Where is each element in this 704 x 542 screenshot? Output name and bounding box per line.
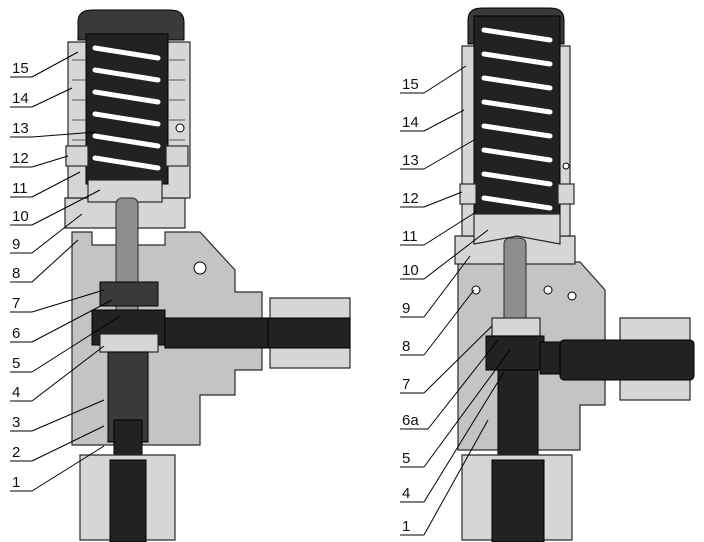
right-vent-hole — [562, 162, 570, 170]
left-callout-15: 15 — [10, 51, 79, 78]
left-callout-13: 13 — [10, 120, 97, 138]
right-callout-8: 8 — [400, 289, 475, 356]
left-label-12: 12 — [12, 150, 29, 167]
left-seat-retainer — [99, 333, 159, 353]
right-label-11: 11 — [402, 228, 418, 245]
right-label-15: 15 — [402, 76, 419, 93]
right-label-7: 7 — [402, 376, 410, 393]
right-callout-12: 12 — [400, 190, 463, 208]
right-callout-4: 4 — [400, 371, 505, 503]
right-oring-left — [471, 285, 481, 295]
right-callout-5: 5 — [400, 349, 511, 468]
left-inlet-bore — [109, 459, 147, 542]
left-label-4: 4 — [12, 384, 20, 401]
left-label-6: 6 — [12, 325, 20, 342]
left-callout-7: 7 — [10, 289, 105, 313]
left-callout-11: 11 — [10, 171, 81, 198]
left-label-3: 3 — [12, 414, 20, 431]
right-valve-drawing — [454, 7, 695, 542]
left-cap-threads — [72, 59, 185, 141]
right-callout-10: 10 — [400, 229, 489, 280]
left-label-2: 2 — [12, 444, 20, 461]
right-body-hole — [567, 291, 577, 301]
left-callout-10: 10 — [10, 189, 101, 226]
left-label-5: 5 — [12, 355, 20, 372]
right-callouts: 15 14 13 12 11 10 9 — [400, 65, 511, 536]
left-body-hole — [193, 261, 207, 275]
right-label-10: 10 — [402, 262, 419, 279]
left-label-11: 11 — [12, 180, 28, 197]
right-callout-9: 9 — [400, 255, 471, 318]
left-callout-5: 5 — [10, 315, 121, 373]
right-label-14: 14 — [402, 114, 419, 131]
left-outlet-passage — [164, 317, 271, 349]
right-label-12: 12 — [402, 190, 419, 207]
right-callout-14: 14 — [400, 109, 465, 132]
left-callout-8: 8 — [10, 239, 79, 283]
left-lock-nut-right — [165, 145, 189, 167]
left-label-1: 1 — [12, 474, 20, 491]
left-callout-4: 4 — [10, 345, 105, 402]
right-callout-6a: 6a — [400, 339, 499, 430]
left-callout-14: 14 — [10, 87, 73, 108]
left-outlet-bore — [267, 317, 351, 349]
left-callout-9: 9 — [10, 213, 83, 254]
right-label-1: 1 — [402, 518, 410, 535]
right-lock-nut-right — [557, 183, 575, 205]
left-lock-nut — [65, 145, 89, 167]
left-label-9: 9 — [12, 236, 20, 253]
left-callouts: 15 14 13 12 11 10 9 — [10, 51, 121, 492]
right-label-8: 8 — [402, 338, 410, 355]
right-seat-holder — [491, 317, 541, 337]
right-callout-11: 11 — [400, 211, 477, 246]
right-label-5: 5 — [402, 450, 410, 467]
left-callout-1: 1 — [10, 445, 105, 492]
left-callout-12: 12 — [10, 150, 69, 168]
right-label-4: 4 — [402, 485, 410, 502]
left-callout-2: 2 — [10, 425, 105, 462]
left-label-10: 10 — [12, 208, 29, 225]
left-label-8: 8 — [12, 265, 20, 282]
right-oring-right — [543, 285, 553, 295]
left-label-7: 7 — [12, 295, 20, 312]
right-label-6a: 6a — [402, 412, 419, 429]
right-inlet-bore — [491, 459, 545, 542]
right-callout-13: 13 — [400, 139, 475, 170]
left-label-13: 13 — [12, 120, 29, 137]
right-lock-nut — [459, 183, 477, 205]
left-label-14: 14 — [12, 90, 29, 107]
left-callout-3: 3 — [10, 399, 105, 432]
right-spring-button — [473, 213, 561, 245]
right-label-9: 9 — [402, 300, 410, 317]
right-spring — [481, 27, 553, 211]
right-callout-7: 7 — [400, 325, 493, 394]
right-callout-15: 15 — [400, 65, 467, 94]
right-outlet-bore — [559, 339, 695, 381]
right-callout-1: 1 — [400, 419, 489, 536]
left-label-15: 15 — [12, 60, 29, 77]
left-top-cap — [77, 9, 185, 41]
left-callout-6: 6 — [10, 299, 113, 343]
left-spring — [92, 45, 161, 171]
right-seat-area — [485, 335, 545, 371]
left-valve-drawing — [64, 9, 351, 542]
right-label-13: 13 — [402, 152, 419, 169]
left-piston-guide — [99, 281, 159, 307]
left-vent-hole — [175, 123, 185, 133]
